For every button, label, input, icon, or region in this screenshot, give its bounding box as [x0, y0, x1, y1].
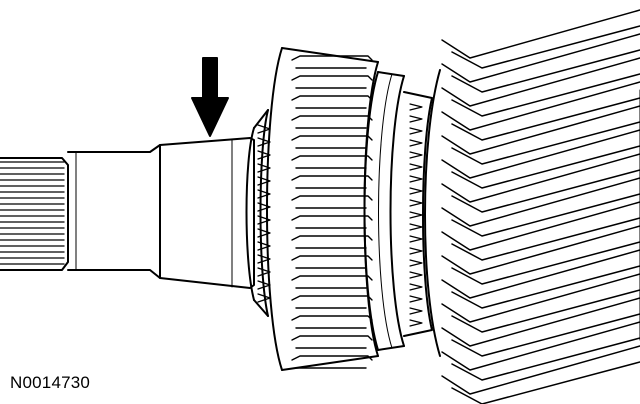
helical-tooth [441, 345, 640, 395]
synchronizer-ring [245, 109, 271, 317]
helical-tooth [441, 201, 640, 251]
helical-tooth [441, 9, 640, 59]
gear-tooth [291, 55, 373, 61]
gear-tooth [291, 195, 373, 201]
down-arrow-icon [191, 57, 229, 137]
ring-tooth [257, 241, 271, 251]
ring-tooth [257, 228, 271, 238]
helical-tooth [441, 105, 640, 155]
helical-tooth-edge [451, 361, 640, 404]
hub-spline [409, 247, 423, 255]
synchronizer-hub [403, 91, 433, 337]
helical-tooth [441, 153, 640, 203]
helical-tooth [441, 57, 640, 107]
helical-tooth-edge [451, 217, 640, 261]
gear-tooth [291, 135, 373, 141]
hub-spline [409, 295, 423, 303]
ring-tooth [257, 176, 271, 186]
gear-tooth [291, 335, 373, 341]
gear-tooth [291, 315, 373, 321]
hub-spline [409, 163, 423, 171]
splined-shaft-end [0, 157, 69, 271]
gear-tooth [291, 175, 373, 181]
helical-tooth-edge [451, 337, 640, 381]
hub-spline [409, 223, 423, 231]
helical-tooth-edge [451, 313, 640, 357]
helical-tooth [441, 225, 640, 275]
shaft-collar [67, 144, 161, 279]
helical-tooth-edge [451, 97, 640, 141]
helical-tooth-edge [451, 73, 640, 117]
hub-spline [409, 259, 423, 267]
helical-tooth-edge [451, 49, 640, 93]
hub-spline [409, 139, 423, 147]
hub-spline [409, 187, 423, 195]
gear-tooth [291, 235, 373, 241]
hub-spline [409, 151, 423, 159]
helical-tooth-edge [451, 193, 640, 237]
synchronizer-sleeve [363, 71, 405, 351]
ring-tooth [257, 254, 271, 264]
gear-tooth [291, 155, 373, 161]
hub-spline [409, 307, 423, 315]
helical-tooth-edge [451, 145, 640, 189]
gear-tooth [291, 355, 373, 361]
hub-spline [409, 103, 423, 111]
hub-spline [409, 283, 423, 291]
helical-tooth [441, 249, 640, 299]
gear-tooth [291, 75, 373, 81]
hub-spline [409, 199, 423, 207]
ring-tooth [257, 137, 271, 147]
ring-tooth [257, 215, 271, 225]
gear-tooth [291, 275, 373, 281]
gear-tooth [291, 255, 373, 261]
helical-tooth [441, 177, 640, 227]
helical-tooth-edge [451, 289, 640, 333]
gear-first [266, 47, 379, 371]
helical-tooth [441, 321, 640, 371]
helical-tooth [441, 297, 640, 347]
ring-tooth [257, 202, 271, 212]
bearing-journal [159, 137, 255, 289]
gear-tooth [291, 295, 373, 301]
gear-tooth [291, 115, 373, 121]
hub-spline [409, 115, 423, 123]
hub-spline [409, 271, 423, 279]
helical-tooth-edge [451, 121, 640, 165]
helical-tooth-edge [451, 241, 640, 285]
hub-spline [409, 235, 423, 243]
helical-tooth [441, 33, 640, 83]
gear-tooth [291, 215, 373, 221]
helical-gear [424, 9, 640, 404]
hub-spline [409, 319, 423, 327]
helical-tooth [441, 129, 640, 179]
hub-spline [409, 127, 423, 135]
ring-tooth [257, 150, 271, 160]
hub-spline [409, 211, 423, 219]
helical-tooth-edge [451, 25, 640, 69]
hub-spline [409, 175, 423, 183]
gear-tooth [291, 95, 373, 101]
helical-tooth-edge [451, 169, 640, 213]
ring-tooth [257, 189, 271, 199]
helical-tooth [441, 273, 640, 323]
helical-tooth-edge [451, 265, 640, 309]
helical-tooth [441, 81, 640, 131]
ring-tooth [257, 267, 271, 277]
figure-id-label: N0014730 [10, 373, 91, 392]
ring-tooth [257, 163, 271, 173]
